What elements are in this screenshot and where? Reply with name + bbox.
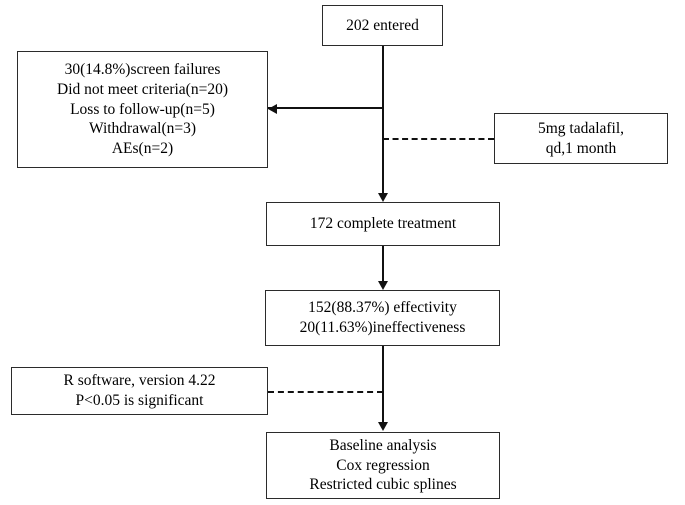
node-outcome-line-1: 152(88.37%) effectivity bbox=[308, 299, 457, 317]
node-intervention-line-2: qd,1 month bbox=[545, 139, 617, 157]
node-exclusions-line-1: 30(14.8%)screen failures bbox=[64, 60, 221, 78]
node-complete-line-1: 172 complete treatment bbox=[309, 215, 457, 233]
arrowhead-to-exclusions bbox=[268, 104, 277, 114]
node-exclusions-line-4: Withdrawal(n=3) bbox=[88, 120, 197, 138]
arrowhead-to-outcome bbox=[378, 281, 388, 290]
arrowhead-to-complete bbox=[378, 193, 388, 202]
node-complete-treatment: 172 complete treatment bbox=[266, 202, 500, 246]
node-outcome-line-2: 20(11.63%)ineffectiveness bbox=[299, 319, 466, 336]
dashed-connector-to-intervention bbox=[383, 138, 494, 140]
node-stats-line-1: R software, version 4.22 bbox=[63, 372, 216, 390]
node-stats-line-2: P<0.05 is significant bbox=[75, 392, 204, 409]
node-intervention-line-1: 5mg tadalafil, bbox=[537, 119, 625, 137]
node-analysis-line-1: Baseline analysis bbox=[329, 436, 437, 454]
node-exclusions-line-2: Did not meet criteria(n=20) bbox=[57, 80, 228, 98]
node-statistics: R software, version 4.22 P<0.05 is signi… bbox=[11, 367, 268, 415]
node-entered-line-1: 202 entered bbox=[346, 16, 419, 34]
connector-complete-to-outcome bbox=[382, 246, 384, 281]
node-intervention: 5mg tadalafil, qd,1 month bbox=[494, 113, 668, 164]
dashed-connector-from-stats bbox=[268, 391, 383, 393]
node-exclusions-line-3: Loss to follow-up(n=5) bbox=[70, 100, 215, 118]
node-exclusions-line-5: AEs(n=2) bbox=[111, 140, 174, 158]
node-outcome: 152(88.37%) effectivity 20(11.63%)ineffe… bbox=[265, 290, 500, 346]
connector-to-exclusions bbox=[268, 107, 383, 109]
node-analysis-line-2: Cox regression bbox=[336, 456, 430, 474]
node-analysis: Baseline analysis Cox regression Restric… bbox=[266, 432, 500, 499]
connector-outcome-to-analysis bbox=[382, 346, 384, 423]
arrowhead-to-analysis bbox=[378, 422, 388, 431]
connector-entered-to-complete bbox=[382, 46, 384, 194]
node-exclusions: 30(14.8%)screen failures Did not meet cr… bbox=[17, 51, 268, 168]
node-entered: 202 entered bbox=[322, 5, 443, 46]
node-analysis-line-3: Restricted cubic splines bbox=[309, 476, 457, 494]
